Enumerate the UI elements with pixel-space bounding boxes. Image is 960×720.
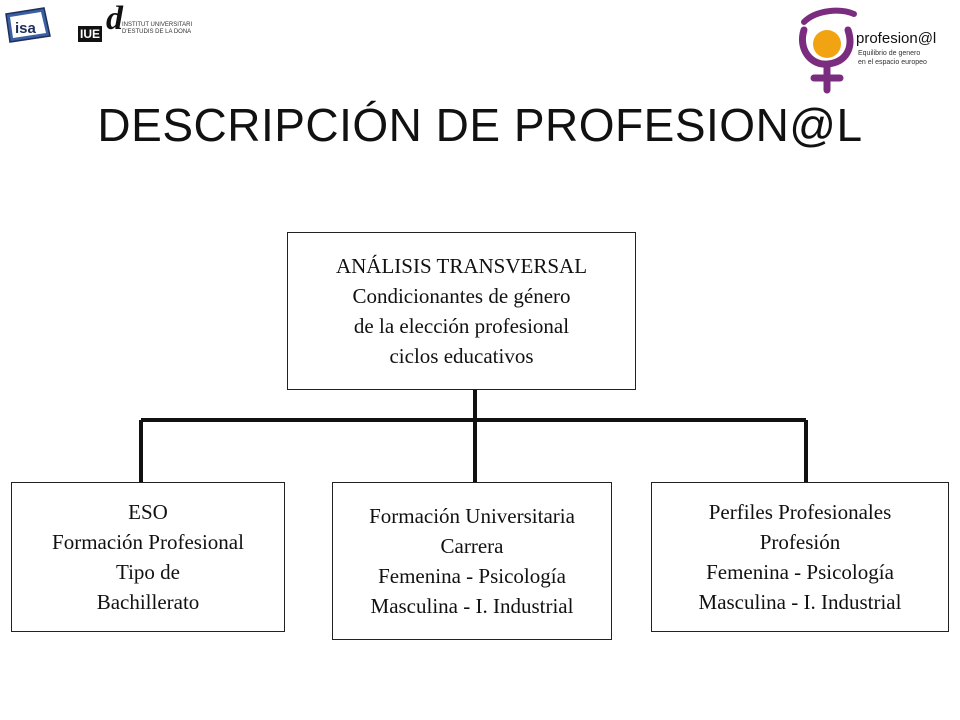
iue-logo: IUE d INSTITUT UNIVERSITARI D'ESTUDIS DE… <box>78 0 208 42</box>
root-node-line: Condicionantes de género <box>352 284 571 308</box>
iue-line-1: INSTITUT UNIVERSITARI <box>122 22 193 28</box>
profesional-logo-emblem <box>799 7 857 94</box>
child-node-line: Bachillerato <box>96 590 200 614</box>
child-node-line: Formación Profesional <box>52 530 244 554</box>
child-node-line: Carrera <box>440 534 504 558</box>
page-title: DESCRIPCIÓN DE PROFESION@L <box>97 99 863 151</box>
child-node-eso: ESO Formación Profesional Tipo de Bachil… <box>11 482 285 632</box>
child-node-line: Profesión <box>759 530 841 554</box>
tagline-line-2: en el espacio europeo <box>858 59 927 66</box>
iue-abbrev: IUE <box>78 26 103 42</box>
profesional-logo-tagline: Equilibrio de genero en el espacio europ… <box>858 49 927 67</box>
profesional-logo-name: profesion@l <box>856 30 937 47</box>
root-node-line: ciclos educativos <box>389 344 534 368</box>
iue-institute-name: INSTITUT UNIVERSITARI D'ESTUDIS DE LA DO… <box>122 22 192 36</box>
child-node-line: Formación Universitaria <box>369 504 575 528</box>
iue-line-2: D'ESTUDIS DE LA DONA <box>122 29 192 35</box>
child-node-perfiles-profesionales: Perfiles Profesionales Profesión Femenin… <box>651 482 949 632</box>
child-node-formacion-universitaria: Formación Universitaria Carrera Femenina… <box>332 482 612 640</box>
child-node-line: Femenina - Psicología <box>706 560 894 584</box>
child-node-line: Masculina - I. Industrial <box>698 590 902 614</box>
profesional-logo: profesion@l Equilibrio de genero en el e… <box>796 4 960 96</box>
isa-logo-mark: isa <box>5 7 51 43</box>
child-node-line: Tipo de <box>116 560 180 584</box>
child-node-line: Femenina - Psicología <box>378 564 566 588</box>
child-node-line: Masculina - I. Industrial <box>370 594 574 618</box>
root-node-line: ANÁLISIS TRANSVERSAL <box>335 254 588 278</box>
root-node-line: de la elección profesional <box>353 314 570 338</box>
child-node-line: Perfiles Profesionales <box>708 500 892 524</box>
tagline-line-1: Equilibrio de genero <box>858 50 921 57</box>
svg-text:isa: isa <box>15 20 37 37</box>
child-node-line: ESO <box>128 500 168 524</box>
isa-logo: isa <box>4 6 52 44</box>
iue-d-mark: d <box>106 0 123 37</box>
root-node-analisis-transversal: ANÁLISIS TRANSVERSAL Condicionantes de g… <box>287 232 636 390</box>
